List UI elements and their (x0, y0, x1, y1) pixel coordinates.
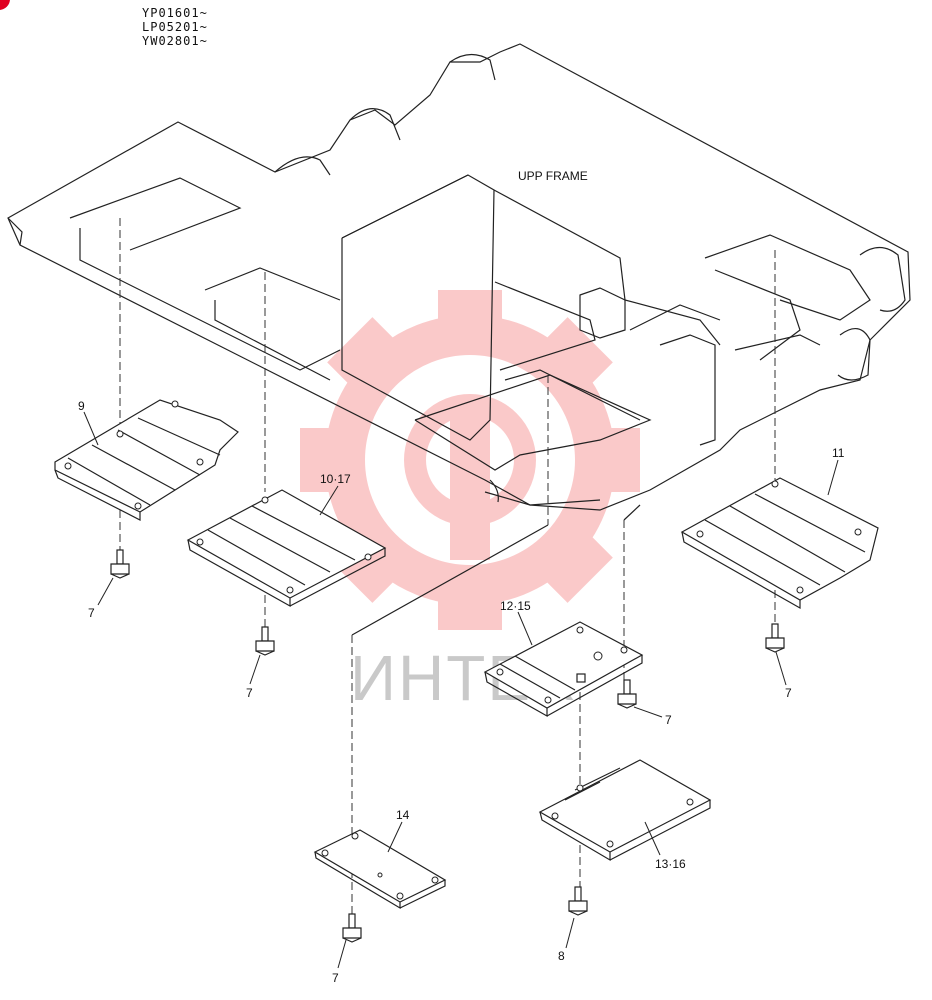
callout-7-e: 7 (332, 971, 339, 985)
serial-line-2: LP05201~ (142, 20, 208, 34)
callout-7-c: 7 (785, 686, 792, 700)
callout-7-d: 7 (665, 713, 672, 727)
callout-12-15: 12·15 (500, 599, 531, 613)
assembly-lines (119, 218, 776, 915)
upper-frame (7, 43, 911, 511)
watermark-gear-icon (300, 290, 640, 630)
callout-8: 8 (558, 949, 565, 963)
callout-9: 9 (78, 399, 85, 413)
bolt-icon-3 (765, 623, 785, 653)
corner-marker (0, 0, 10, 10)
frame-label: UPP FRAME (518, 169, 588, 183)
bolt-icon-4 (617, 679, 637, 709)
callout-7-b: 7 (246, 686, 253, 700)
bolt-icon-1 (110, 549, 130, 579)
leader-lines (83, 411, 839, 969)
bolt-icon-6 (568, 886, 588, 916)
serial-line-1: YP01601~ (142, 6, 208, 20)
cover-10-17 (186, 489, 387, 608)
callout-10-17: 10·17 (320, 472, 351, 486)
bolt-icon-5 (342, 913, 362, 943)
cover-12-15 (483, 621, 644, 718)
cover-9 (54, 399, 239, 521)
bolt-icon-2 (255, 626, 275, 656)
callout-14: 14 (396, 808, 410, 822)
cover-13-16 (538, 759, 712, 862)
cover-14 (313, 829, 447, 910)
callout-13-16: 13·16 (655, 857, 686, 871)
serial-line-3: YW02801~ (142, 34, 208, 48)
callout-7-a: 7 (88, 606, 95, 620)
cover-11 (680, 477, 879, 610)
callout-11: 11 (832, 446, 845, 460)
